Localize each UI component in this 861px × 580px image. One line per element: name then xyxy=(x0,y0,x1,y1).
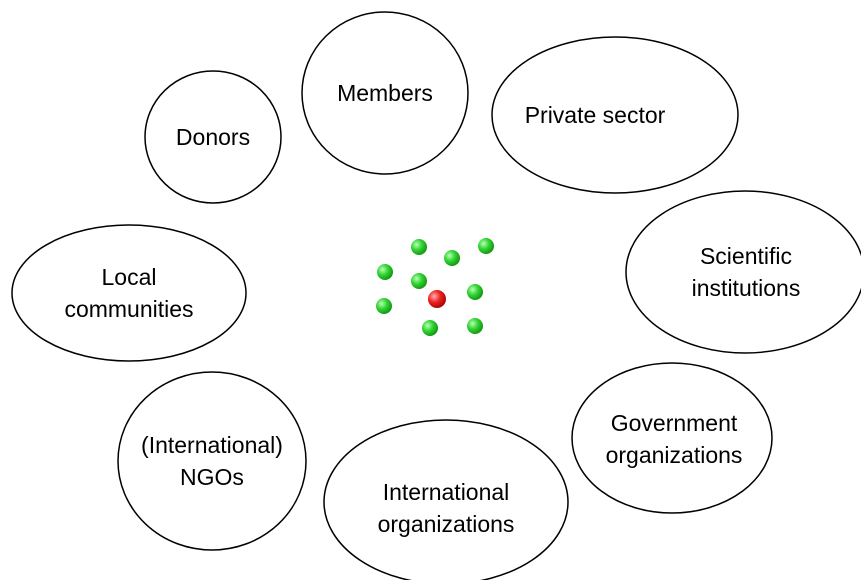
center-node-cluster xyxy=(376,238,494,336)
label-international-organizations-line2: organizations xyxy=(378,511,515,537)
stakeholder-international-organizations: International organizations xyxy=(323,419,569,580)
green-node xyxy=(467,284,483,300)
stakeholder-private-sector: Private sector xyxy=(491,36,739,194)
red-center-node xyxy=(428,290,446,308)
green-node xyxy=(467,318,483,334)
green-node xyxy=(411,239,427,255)
green-node xyxy=(377,264,393,280)
green-node xyxy=(376,298,392,314)
label-donors: Donors xyxy=(176,124,250,150)
label-international-ngos-line2: NGOs xyxy=(180,464,244,490)
stakeholder-international-ngos: (International) NGOs xyxy=(117,371,307,551)
label-government-organizations-line2: organizations xyxy=(606,442,743,468)
label-scientific-institutions-line1: Scientific xyxy=(700,243,792,269)
stakeholder-donors: Donors xyxy=(144,70,282,204)
label-international-ngos-line1: (International) xyxy=(141,432,283,458)
green-node xyxy=(422,320,438,336)
label-international-organizations-line1: International xyxy=(383,479,510,505)
stakeholder-scientific-institutions: Scientific institutions xyxy=(625,190,861,354)
label-local-communities-line1: Local xyxy=(102,264,157,290)
stakeholder-government-organizations: Government organizations xyxy=(571,362,773,514)
label-scientific-institutions-line2: institutions xyxy=(692,275,801,301)
green-node xyxy=(478,238,494,254)
label-private-sector: Private sector xyxy=(525,102,666,128)
stakeholder-members: Members xyxy=(301,11,469,175)
label-government-organizations-line1: Government xyxy=(611,410,738,436)
green-node xyxy=(411,273,427,289)
label-local-communities-line2: communities xyxy=(64,296,193,322)
green-node xyxy=(444,250,460,266)
label-members: Members xyxy=(337,80,433,106)
stakeholder-local-communities: Local communities xyxy=(11,224,247,362)
